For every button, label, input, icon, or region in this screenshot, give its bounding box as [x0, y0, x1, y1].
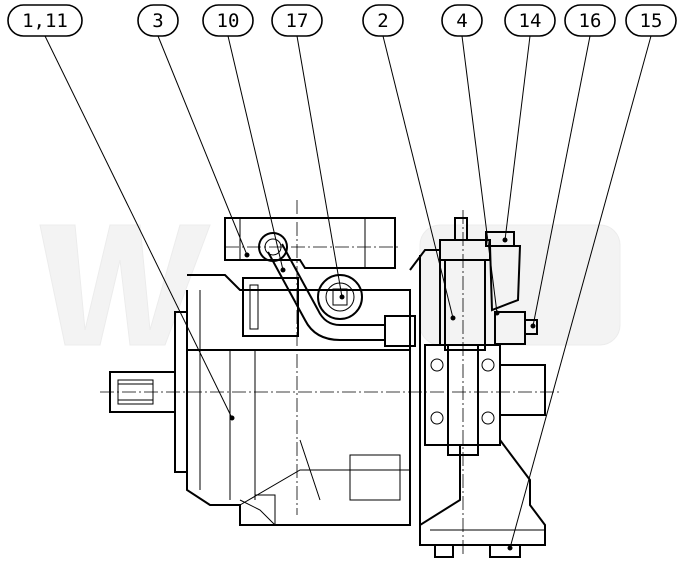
callout-10: 10	[202, 4, 254, 37]
pump-body	[100, 200, 560, 558]
callout-16: 16	[564, 4, 616, 37]
leader-15	[509, 35, 652, 549]
callout-label: 3	[152, 10, 163, 32]
callout-4: 4	[441, 4, 483, 37]
callout-label: 10	[217, 10, 240, 32]
callout-17: 17	[271, 4, 323, 37]
callout-2: 2	[362, 4, 404, 37]
leader-4	[461, 35, 498, 314]
leader-14	[504, 35, 531, 241]
callout-label: 17	[286, 10, 309, 32]
callout-label: 1,11	[22, 10, 68, 32]
watermark	[39, 224, 621, 346]
callout-label: 2	[377, 10, 388, 32]
leader-lines	[44, 35, 652, 549]
leader-1-11	[44, 35, 233, 419]
callout-label: 15	[640, 10, 663, 32]
callout-label: 4	[456, 10, 467, 32]
callout-label: 16	[579, 10, 602, 32]
leader-2	[382, 35, 454, 319]
callout-3: 3	[137, 4, 179, 37]
callout-1-11: 1,11	[7, 4, 83, 37]
leader-17	[296, 35, 343, 298]
leader-3	[157, 35, 248, 256]
callout-15: 15	[625, 4, 677, 37]
leader-dots	[229, 237, 536, 551]
callout-label: 14	[519, 10, 542, 32]
leader-16	[532, 35, 591, 327]
callout-14: 14	[504, 4, 556, 37]
leader-10	[227, 35, 284, 271]
